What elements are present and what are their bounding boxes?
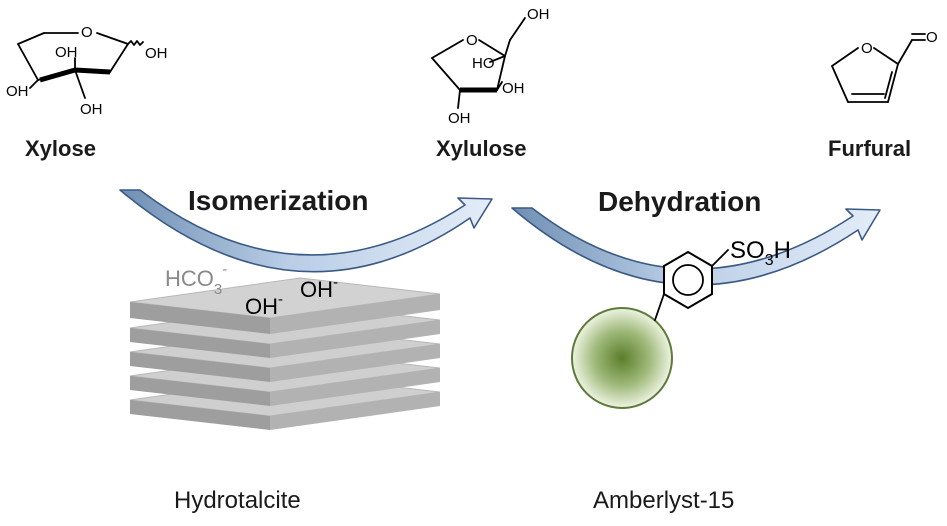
xylulose-ring-oxygen: O bbox=[466, 32, 478, 49]
hydroxide-ion: OH- bbox=[245, 291, 283, 319]
furfural-ring-oxygen: O bbox=[861, 40, 873, 57]
hydrotalcite-label: Hydrotalcite bbox=[174, 487, 301, 514]
xylulose-ch2-hydroxyl: OH bbox=[527, 6, 550, 23]
xylulose-label: Xylulose bbox=[436, 136, 526, 161]
isomerization-arrow bbox=[119, 189, 493, 273]
resin-sphere bbox=[571, 307, 673, 409]
xylulose-structure: O OH HO OH OH Xylulose bbox=[431, 6, 550, 161]
amberlyst-bead: SO3H bbox=[571, 237, 791, 409]
xylose-c2-hydroxyl: OH bbox=[80, 101, 103, 118]
hydrotalcite-layer bbox=[129, 277, 441, 334]
furfural-structure: O O Furfural bbox=[828, 29, 938, 161]
furfural-aldehyde-oxygen: O bbox=[926, 29, 938, 46]
benzene-ring bbox=[663, 250, 713, 310]
xylulose-c4-hydroxyl: OH bbox=[448, 110, 471, 127]
xylose-label: Xylose bbox=[25, 136, 96, 161]
dehydration-arrow bbox=[511, 207, 881, 286]
bicarbonate-ion: HCO3- bbox=[165, 261, 227, 298]
hydroxide-ion: OH- bbox=[300, 274, 338, 302]
amberlyst-label: Amberlyst-15 bbox=[593, 487, 734, 514]
xylose-c4-hydroxyl: OH bbox=[55, 44, 78, 61]
dehydration-label: Dehydration bbox=[598, 186, 761, 217]
isomerization-label: Isomerization bbox=[188, 185, 368, 216]
furfural-label: Furfural bbox=[828, 136, 911, 161]
xylose-c3-hydroxyl: OH bbox=[6, 83, 29, 100]
xylulose-c3-hydroxyl: OH bbox=[502, 80, 525, 97]
xylose-ring-oxygen: O bbox=[81, 24, 93, 41]
sulfonic-acid-group: SO3H bbox=[730, 237, 791, 269]
hydrotalcite-layers bbox=[129, 277, 441, 430]
xylulose-c2-hydroxyl: HO bbox=[472, 55, 495, 72]
xylose-structure: O OH OH OH OH Xylose bbox=[6, 24, 168, 161]
xylose-c1-hydroxyl: OH bbox=[145, 45, 168, 62]
